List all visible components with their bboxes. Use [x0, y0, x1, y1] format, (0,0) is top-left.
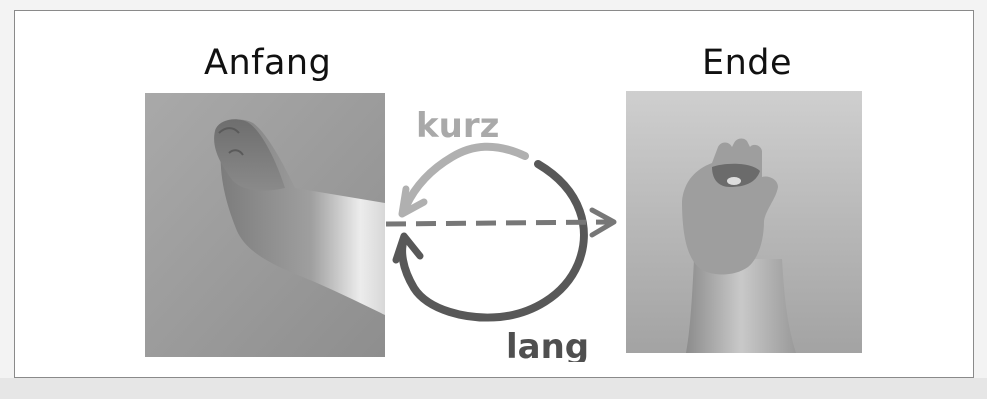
- end-photo: [626, 91, 862, 353]
- long-path-arrow: [402, 164, 584, 318]
- dashed-arrow: [386, 222, 610, 224]
- start-label: Anfang: [204, 43, 331, 83]
- movement-diagram: kurz lang: [380, 92, 630, 362]
- page-bottom-strip: [0, 378, 987, 399]
- start-photo: [145, 93, 385, 357]
- long-path-label: lang: [506, 327, 589, 362]
- long-path-arrowhead: [396, 236, 420, 260]
- short-path-label: kurz: [416, 106, 499, 146]
- short-path-arrow: [406, 147, 525, 206]
- end-label: Ende: [702, 43, 792, 83]
